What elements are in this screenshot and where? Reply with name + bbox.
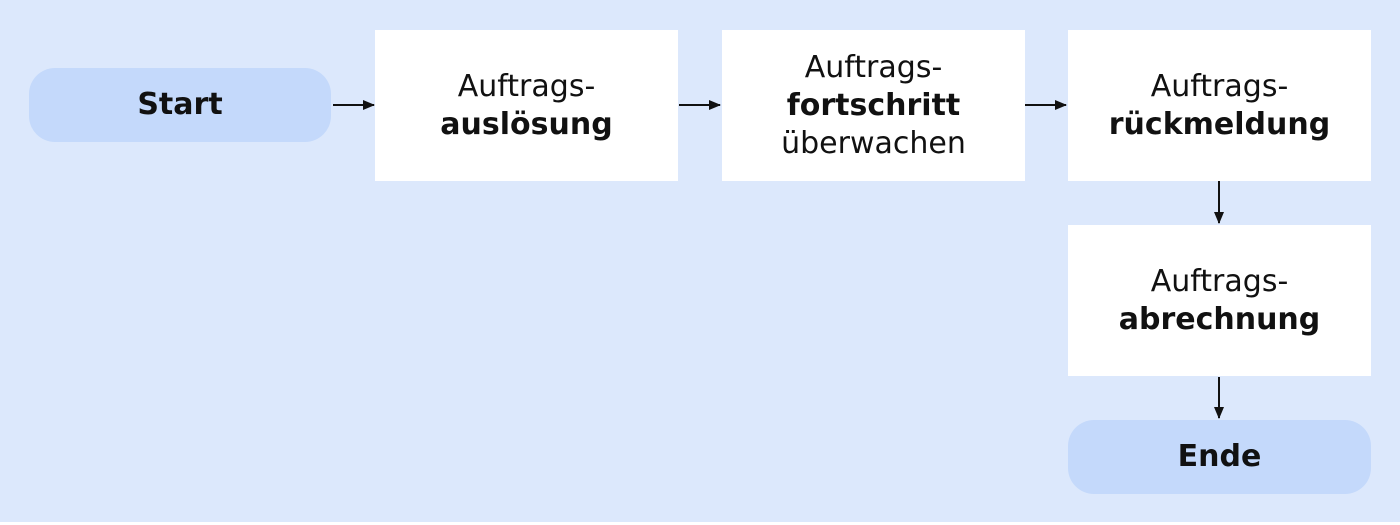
step-line: fortschritt bbox=[786, 87, 961, 123]
step-line: Auftrags- bbox=[1150, 263, 1289, 299]
step-auftragsrueckmeldung: Auftrags- rückmeldung bbox=[1068, 30, 1371, 181]
step-line: Auftrags- bbox=[457, 68, 596, 104]
step-line: Auftrags- bbox=[1150, 68, 1289, 104]
step-line: auslösung bbox=[440, 106, 613, 142]
step-auftragsabrechnung: Auftrags- abrechnung bbox=[1068, 225, 1371, 376]
step-line: überwachen bbox=[781, 125, 966, 161]
step-auftragsfortschritt: Auftrags- fortschritt überwachen bbox=[722, 30, 1025, 181]
step-line: Auftrags- bbox=[804, 49, 943, 85]
step-line: abrechnung bbox=[1118, 301, 1321, 337]
start-node: Start bbox=[29, 68, 331, 142]
end-label: Ende bbox=[1177, 439, 1262, 474]
step-line: rückmeldung bbox=[1108, 106, 1331, 142]
start-label: Start bbox=[137, 87, 223, 122]
step-auftragsausloesung: Auftrags- auslösung bbox=[375, 30, 678, 181]
end-node: Ende bbox=[1068, 420, 1371, 494]
